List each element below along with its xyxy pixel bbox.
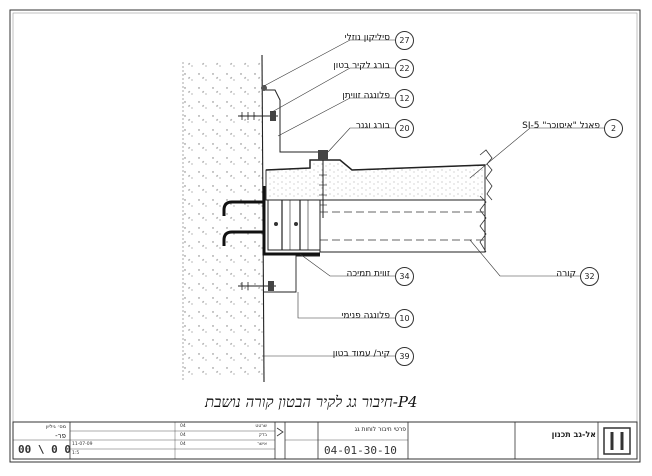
- callout-10-label: פלונגה פנימי: [341, 311, 390, 321]
- callout-32-label: קורה: [556, 269, 576, 279]
- row-value-1: 04: [180, 424, 186, 429]
- callout-39-bubble: 39: [395, 347, 414, 366]
- embedded-anchors: [222, 200, 264, 246]
- callout-27-label: סיליקון נוזלי: [344, 33, 390, 43]
- concrete-wall: [182, 54, 265, 383]
- callout-34-label: זווית תמיכה: [346, 269, 391, 279]
- wall-anchor-bottom: [238, 281, 276, 291]
- page-fraction: 00 \ 0 0: [18, 443, 71, 456]
- row-label-3: אישר: [257, 442, 267, 447]
- callout-20-bubble: 20: [395, 119, 414, 138]
- callout-12-bubble: 12: [395, 89, 414, 108]
- support-angle: [262, 186, 321, 256]
- scale: 1:5: [72, 451, 80, 456]
- title-block-frame: [12, 421, 638, 460]
- callout-32-bubble: 32: [580, 267, 599, 286]
- callout-12-label: פלונגה זוויתן: [342, 91, 390, 101]
- detail-caption: P4-חיבור גג לקיר הבטון קורה נושבת: [205, 393, 418, 411]
- callout-22-label: בורג לקיר בטון: [333, 61, 390, 71]
- company-name: אל-גב תכנון: [551, 430, 596, 439]
- panel-screw: [318, 150, 328, 218]
- row-value-3: 04: [180, 442, 186, 447]
- roof-panel: [265, 149, 493, 201]
- callout-39-label: קיר/ עמוד בטון: [332, 349, 390, 359]
- callout-2-label: פאנל "איסוכר" SI-5: [522, 121, 600, 131]
- row-label-2: בדק: [258, 433, 267, 438]
- callout-20-label: בורג וגנר: [355, 121, 390, 131]
- row-label-1: שרטט: [255, 424, 267, 429]
- callout-27-bubble: 27: [395, 31, 414, 50]
- callout-2-bubble: 2: [604, 119, 623, 138]
- date: 11-07-09: [72, 442, 93, 447]
- sheet-number: 04-01-30-10: [324, 444, 397, 457]
- beam: [319, 195, 487, 253]
- row-value-2: 04: [180, 433, 186, 438]
- rev-label: מס׳ גיליון: [45, 424, 66, 430]
- callout-10-bubble: 10: [395, 309, 414, 328]
- leader-lines: [262, 39, 604, 357]
- subject: פרטי חיבור לוחות גג: [354, 426, 406, 433]
- callout-22-bubble: 22: [395, 59, 414, 78]
- wall-anchor-top: [238, 111, 278, 121]
- callout-34-bubble: 34: [395, 267, 414, 286]
- page-prefix: פר-: [55, 432, 66, 440]
